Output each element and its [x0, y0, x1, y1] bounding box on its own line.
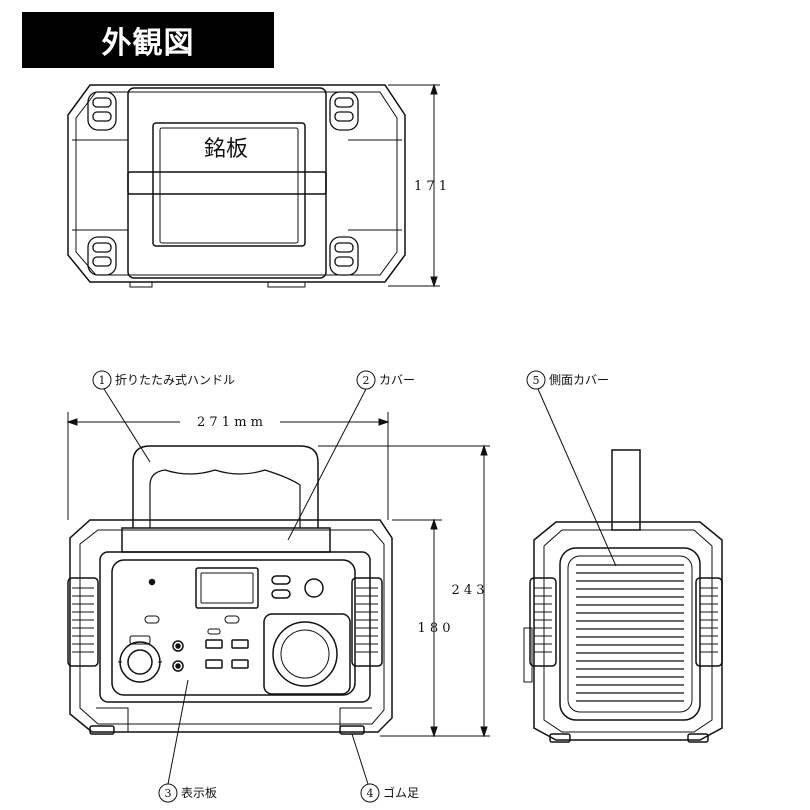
- dim-180: 1 8 0: [417, 621, 450, 636]
- callout-circle-5: [526, 370, 546, 390]
- callout-label-5: 側面カバー: [549, 373, 609, 387]
- callout-num-2: 2: [363, 374, 370, 387]
- dim-243: 2 4 3: [451, 583, 484, 598]
- callout-label-2: カバー: [379, 373, 415, 387]
- page-title: 外観図: [22, 12, 274, 68]
- callout-circle-4: [360, 783, 380, 803]
- callout-circle-1: [92, 370, 112, 390]
- top-view: [67, 83, 440, 288]
- callout-label-1: 折りたたみ式ハンドル: [115, 372, 235, 387]
- dim-271mm: 2 7 1 m m: [197, 415, 263, 430]
- callout-leaders: [103, 388, 617, 785]
- callout-num-1: 1: [99, 374, 106, 387]
- callout-label-3: 表示板: [181, 786, 217, 800]
- front-view: [66, 412, 490, 738]
- callout-circle-3: [158, 783, 178, 803]
- callout-num-5: 5: [533, 374, 540, 387]
- callout-num-4: 4: [367, 787, 374, 800]
- callout-label-4: ゴム足: [383, 785, 419, 800]
- dim-171: 1 7 1: [414, 179, 447, 194]
- nameplate-label: 銘板: [204, 137, 248, 162]
- callout-num-3: 3: [165, 787, 172, 800]
- callout-circle-2: [356, 370, 376, 390]
- side-view: [523, 449, 723, 743]
